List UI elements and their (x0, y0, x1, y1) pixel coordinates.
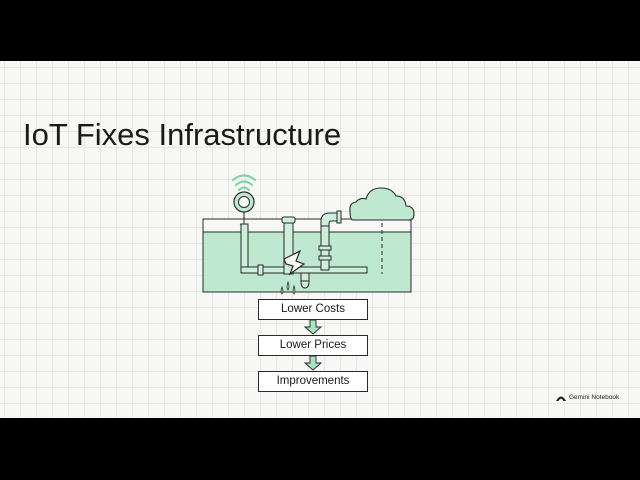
down-arrow-icon (304, 356, 322, 371)
flow-step-improvements: Improvements (258, 371, 368, 392)
slide: IoT Fixes Infrastructure (0, 61, 640, 418)
wifi-signal-icon (231, 174, 257, 192)
cloud-icon (349, 187, 415, 274)
down-arrow-icon (304, 320, 322, 335)
water-surface (202, 218, 412, 233)
flow-step-lower-costs: Lower Costs (258, 299, 368, 320)
iot-pipe-illustration (202, 174, 415, 295)
flow-step-lower-prices: Lower Prices (258, 335, 368, 356)
leaking-pipe-icon (280, 249, 306, 295)
notebook-logo-icon (556, 396, 566, 401)
pipe-network (240, 210, 368, 289)
slide-title: IoT Fixes Infrastructure (23, 117, 342, 152)
branding-label: Gemini Notebook (569, 393, 620, 401)
branding: Gemini Notebook (556, 391, 619, 403)
